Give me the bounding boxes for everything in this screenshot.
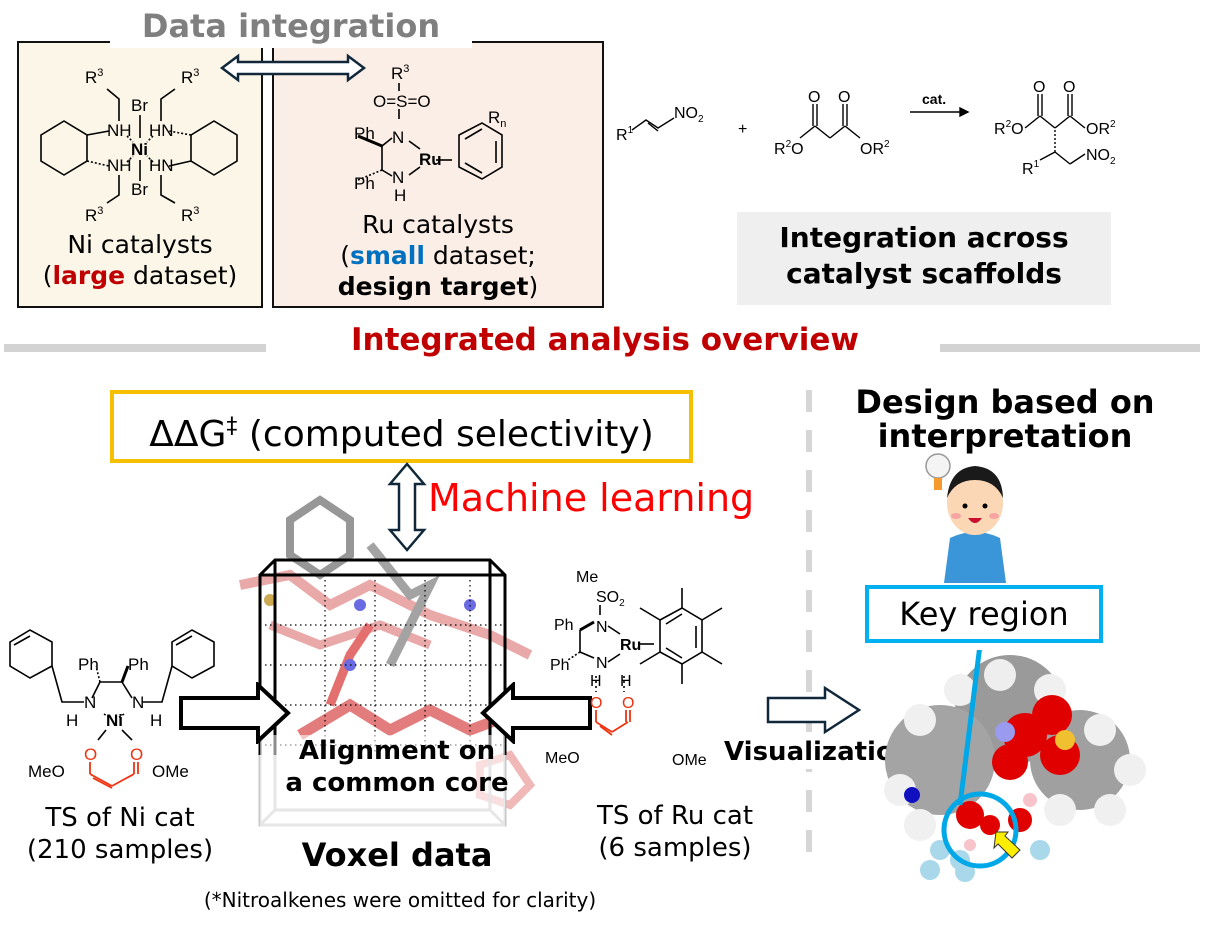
ml-double-arrow-icon [387,462,427,552]
small-emphasis: small [349,241,425,270]
double-arrow-icon [219,53,367,83]
svg-text:HN: HN [149,156,174,175]
svg-text:R3: R3 [85,205,103,225]
r3-label: R [85,68,97,87]
ru-metal-label: Ru [419,150,442,169]
svg-text:R3: R3 [181,205,199,225]
ni-ts-caption: TS of Ni cat (210 samples) [26,803,214,865]
overview-title: Integrated analysis overview [350,322,860,358]
svg-text:H: H [620,673,632,690]
svg-text:R3: R3 [181,67,199,87]
svg-text:OR2: OR2 [1086,119,1116,138]
svg-text:O: O [838,89,850,106]
catalyst-arrow-label: cat. [922,91,946,107]
svg-text:Ph: Ph [554,617,574,634]
svg-text:NH: NH [107,156,132,175]
svg-text:Br: Br [131,180,148,199]
svg-text:H: H [150,711,162,730]
svg-text:O: O [590,695,602,712]
svg-text:Ni: Ni [106,711,123,730]
svg-text:N: N [84,693,96,712]
ni-metal-label: Ni [131,140,148,159]
svg-text:NH: NH [107,121,132,140]
person-with-idea-icon [925,453,1006,583]
right-input-arrow-icon [480,682,592,744]
ni-catalyst-structure: R3 R3 R3 R3 Br Br NH HN NH HN Ni [40,67,238,225]
design-target-emphasis: design target [337,272,529,301]
svg-text:HN: HN [149,121,174,140]
svg-text:N: N [596,619,608,636]
svg-text:+: + [738,121,747,138]
svg-text:Ph: Ph [78,655,99,674]
svg-text:NO2: NO2 [674,105,704,125]
section-divider-left [4,344,266,352]
ni-ts-meo: MeO [28,762,65,781]
svg-text:N: N [392,128,404,147]
ru-catalyst-label: Ru catalysts (small dataset; design targ… [337,210,539,301]
svg-text:Ph: Ph [354,174,375,193]
alignment-label: Alignment on a common core [285,736,509,798]
pointer-arrow-icon [993,831,1021,859]
svg-text:Ph: Ph [128,655,149,674]
svg-text:O: O [808,89,820,106]
svg-text:R1: R1 [1022,159,1040,178]
svg-text:O: O [1063,79,1075,96]
svg-text:Rn: Rn [488,108,506,130]
svg-text:N: N [392,168,404,187]
voxel-data-title: Voxel data [301,836,493,874]
svg-text:R3: R3 [85,67,103,87]
svg-text:R1: R1 [616,125,634,144]
footnote: (*Nitroalkenes were omitted for clarity) [203,888,597,912]
vertical-dashed-divider [806,390,812,860]
integration-across-scaffolds-box: Integration across catalyst scaffolds [737,212,1111,305]
data-integration-title: Data integration [110,4,472,48]
large-emphasis: large [52,261,126,290]
ddg-target-box: ΔΔG‡ (computed selectivity) [110,390,693,463]
ni-catalyst-label: Ni catalysts (large dataset) [42,230,238,290]
svg-text:H: H [394,186,406,205]
ni-ts-structure: Ph Ph N N H H Ni O O [9,629,215,789]
reaction-scheme: R1 NO2 + O O R2O OR2 cat. O O R2O OR2 R1… [616,79,1116,178]
ru-ts-meo: MeO [545,750,580,767]
ru-ts-caption: TS of Ru cat (6 samples) [596,801,754,863]
svg-text:R3: R3 [391,63,409,83]
svg-text:H: H [66,711,78,730]
svg-text:O: O [622,695,634,712]
svg-text:O: O [84,745,97,764]
key-region-highlight-circle [941,791,1019,869]
lightbulb-icon [925,453,951,479]
svg-text:SO2: SO2 [596,589,625,609]
svg-text:Br: Br [131,96,148,115]
svg-text:N: N [132,693,144,712]
svg-text:NO2: NO2 [1086,147,1116,167]
svg-text:H: H [590,673,602,690]
svg-text:OR2: OR2 [860,139,890,158]
ni-ts-ome: OMe [152,762,189,781]
svg-text:Ph: Ph [550,657,570,674]
ni-catalyst-panel: R3 R3 R3 R3 Br Br NH HN NH HN Ni Ni cata… [17,41,263,308]
svg-text:O: O [130,745,143,764]
design-title: Design based on interpretation [855,383,1155,455]
svg-text:R2O: R2O [774,139,804,158]
ru-catalyst-structure: R3 O=S=O Ph Ph N N H Ru Rn [354,63,506,205]
space-filling-model [884,650,1146,882]
svg-text:Me: Me [576,569,598,586]
svg-text:R2O: R2O [994,119,1024,138]
svg-text:O=S=O: O=S=O [373,92,431,111]
ru-ts-structure: Me SO2 Ph Ph N N H H Ru O O [550,569,723,736]
visualization-arrow-icon [766,685,862,735]
visualization-label: Visualization [720,735,917,769]
svg-text:O: O [1033,79,1045,96]
key-region-label: Key region [865,585,1103,643]
machine-learning-label: Machine learning [428,476,755,520]
ru-catalyst-panel: R3 O=S=O Ph Ph N N H Ru Rn Ru catalysts … [272,41,604,308]
ru-ts-ome: OMe [672,752,707,769]
svg-text:Ph: Ph [354,124,375,143]
left-input-arrow-icon [179,682,291,744]
section-divider-right [940,344,1200,352]
svg-text:Ru: Ru [620,637,641,654]
svg-text:N: N [596,655,608,672]
